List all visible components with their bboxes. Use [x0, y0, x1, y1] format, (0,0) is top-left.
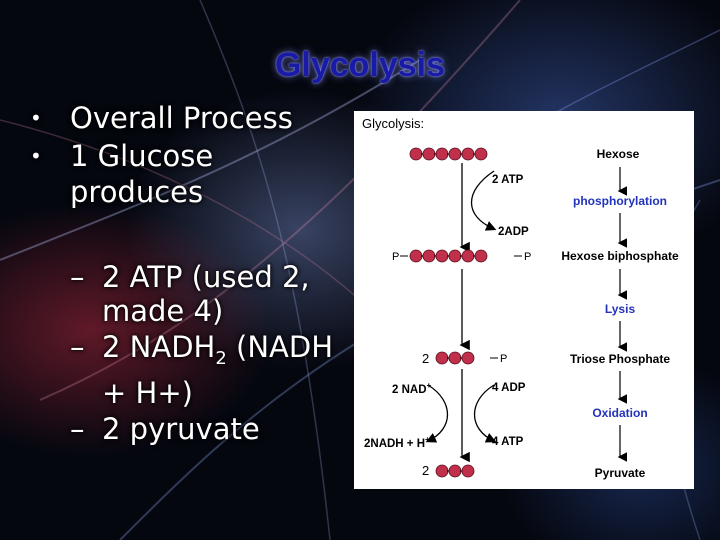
- atp-out-label: 4 ATP: [492, 436, 524, 448]
- carbon-atom: [461, 464, 475, 478]
- label-lysis: Lysis: [605, 302, 636, 316]
- triose-count: 2: [422, 351, 429, 366]
- label-hexose-biphosphate: Hexose biphosphate: [561, 249, 679, 263]
- carbon-atom: [435, 147, 449, 161]
- label-hexose: Hexose: [597, 147, 640, 161]
- hexose-biphosphate-chain: [409, 249, 488, 263]
- carbon-atom: [435, 464, 449, 478]
- adp-out-label: 2ADP: [498, 226, 529, 238]
- bullet-dot-icon: •: [30, 106, 42, 130]
- glycolysis-diagram: Glycolysis: 2 ATP 2ADP P P 2 P 2 NAD+ 4 …: [354, 111, 694, 489]
- sub-bullet-text: 2 pyruvate: [102, 411, 260, 446]
- bullet-dot-icon: •: [30, 144, 42, 168]
- carbon-atom: [461, 351, 475, 365]
- sub-bullet-dash: –: [70, 411, 85, 446]
- carbon-atom: [461, 249, 475, 263]
- carbon-atom: [448, 147, 462, 161]
- nad-curve: [425, 384, 449, 443]
- phosphate-left: P: [392, 251, 399, 263]
- triose-phosphate-p: P: [500, 353, 507, 365]
- carbon-atom: [448, 351, 462, 365]
- atp-curve: [470, 170, 497, 231]
- carbon-atom: [409, 147, 423, 161]
- carbon-atom: [435, 351, 449, 365]
- nadh-label: 2NADH + H+: [364, 435, 430, 450]
- bullet-list: • Overall Process • 1 Glucose produces –…: [30, 100, 350, 448]
- label-phosphorylation: phosphorylation: [573, 194, 667, 208]
- sub-bullet-dash: –: [70, 330, 85, 364]
- label-pyruvate: Pyruvate: [595, 466, 646, 480]
- bullet-text: 1 Glucose produces: [70, 139, 214, 209]
- carbon-atom: [422, 147, 436, 161]
- sub-bullet-item: – 2 ATP (used 2, made 4): [30, 260, 350, 328]
- sub-bullet-item: – 2 NADH2 (NADH + H+): [30, 330, 350, 410]
- bullet-text: Overall Process: [70, 101, 293, 135]
- bullet-item: • Overall Process: [30, 100, 350, 136]
- carbon-atom: [422, 249, 436, 263]
- diagram-heading: Glycolysis:: [362, 116, 424, 131]
- slide-title: Glycolysis: [274, 46, 446, 84]
- bullet-item: • 1 Glucose produces: [30, 138, 350, 210]
- label-triose-phosphate: Triose Phosphate: [570, 352, 670, 366]
- carbon-atom: [448, 249, 462, 263]
- hexose-chain: [409, 147, 488, 161]
- label-oxidation: Oxidation: [592, 406, 647, 420]
- carbon-atom: [474, 249, 488, 263]
- sub-bullet-text-after: (NADH + H+): [102, 330, 333, 410]
- nad-label: 2 NAD+: [392, 381, 432, 396]
- sub-bullet-text: 2 ATP (used 2, made 4): [102, 260, 310, 328]
- carbon-atom: [435, 249, 449, 263]
- carbon-atom: [409, 249, 423, 263]
- adp-in-label: 4 ADP: [492, 382, 526, 394]
- carbon-atom: [474, 147, 488, 161]
- sub-bullet-text: 2 NADH: [102, 330, 216, 364]
- sub-bullet-dash: –: [70, 260, 85, 294]
- phosphate-right: P: [524, 251, 531, 263]
- subscript: 2: [215, 347, 227, 369]
- pyruvate-chain: [435, 464, 475, 478]
- atp-in-label: 2 ATP: [492, 174, 524, 186]
- carbon-atom: [461, 147, 475, 161]
- triose-chain: [435, 351, 475, 365]
- sub-bullet-item: – 2 pyruvate: [30, 412, 350, 446]
- carbon-atom: [448, 464, 462, 478]
- pyruvate-count: 2: [422, 463, 429, 478]
- adp-curve: [473, 384, 497, 443]
